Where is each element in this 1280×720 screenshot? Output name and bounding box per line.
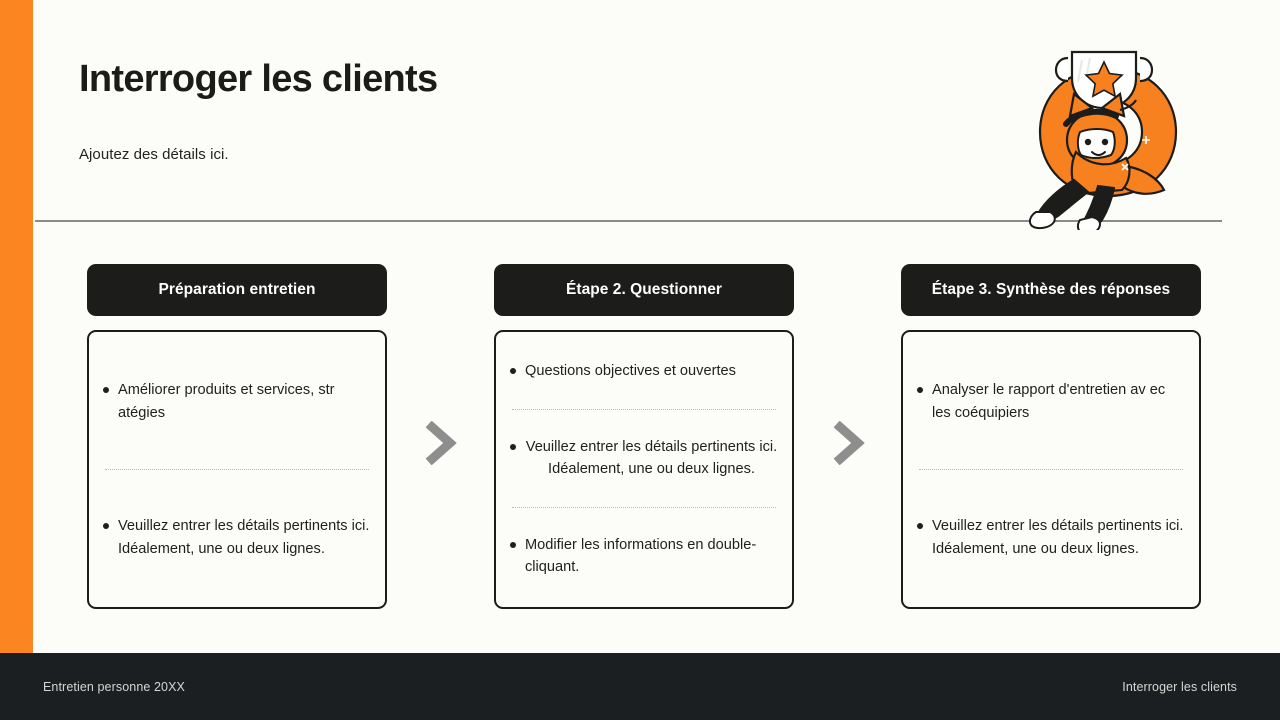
- list-item[interactable]: Questions objectives et ouvertes: [510, 360, 778, 382]
- fox-mascot-with-trophy-icon: [1024, 40, 1194, 236]
- bullet-dot-icon: [510, 444, 516, 451]
- list-item-text: Analyser le rapport d'entretien av ec le…: [932, 382, 1166, 421]
- list-item[interactable]: Améliorer produits et services, str atég…: [103, 379, 371, 423]
- bullet-dot-icon: [917, 387, 923, 394]
- process-columns: Préparation entretien Améliorer produits…: [0, 264, 1280, 614]
- page-title: Interroger les clients: [79, 58, 438, 100]
- left-accent-bar: [0, 0, 33, 653]
- dotted-separator: [512, 408, 776, 410]
- process-column-3: Étape 3. Synthèse des réponses Analyser …: [901, 264, 1201, 609]
- process-column-1: Préparation entretien Améliorer produits…: [87, 264, 387, 609]
- chevron-right-icon: [832, 420, 866, 466]
- list-item[interactable]: Veuillez entrer les détails pertinents i…: [510, 436, 778, 480]
- dotted-separator: [105, 469, 369, 470]
- bullet-dot-icon: [103, 387, 109, 394]
- dotted-separator: [919, 469, 1183, 470]
- process-column-2: Étape 2. Questionner Questions objective…: [494, 264, 794, 609]
- list-item[interactable]: Veuillez entrer les détails pertinents i…: [917, 515, 1185, 559]
- slide-header: Interroger les clients: [79, 58, 779, 102]
- list-item[interactable]: Modifier les informations en double-cliq…: [510, 534, 778, 578]
- bullet-dot-icon: [510, 542, 516, 549]
- column-2-header[interactable]: Étape 2. Questionner: [494, 264, 794, 316]
- chevron-right-icon: [424, 420, 458, 466]
- list-item[interactable]: Analyser le rapport d'entretien av ec le…: [917, 379, 1185, 423]
- list-item-text: Questions objectives et ouvertes: [525, 363, 736, 380]
- dotted-separator: [512, 506, 776, 508]
- list-item-text: Veuillez entrer les détails pertinents i…: [932, 518, 1184, 557]
- page-subtitle: Ajoutez des détails ici.: [79, 146, 229, 163]
- footer-right-text: Interroger les clients: [1122, 679, 1237, 694]
- header-divider: [35, 220, 1222, 222]
- column-1-header[interactable]: Préparation entretien: [87, 264, 387, 316]
- bullet-dot-icon: [917, 523, 923, 530]
- column-3-header[interactable]: Étape 3. Synthèse des réponses: [901, 264, 1201, 316]
- list-item-text: Veuillez entrer les détails pertinents i…: [525, 439, 778, 478]
- bullet-dot-icon: [510, 368, 516, 375]
- list-item-text: Améliorer produits et services, str atég…: [118, 382, 335, 421]
- list-item-text: Modifier les informations en double-cliq…: [525, 537, 757, 576]
- column-3-body[interactable]: Analyser le rapport d'entretien av ec le…: [901, 330, 1201, 609]
- slide-footer: Entretien personne 20XX Interroger les c…: [0, 653, 1280, 720]
- footer-left-text: Entretien personne 20XX: [43, 679, 185, 694]
- column-2-body[interactable]: Questions objectives et ouvertes Veuille…: [494, 330, 794, 609]
- column-1-body[interactable]: Améliorer produits et services, str atég…: [87, 330, 387, 609]
- list-item-text: Veuillez entrer les détails pertinents i…: [118, 518, 370, 557]
- list-item[interactable]: Veuillez entrer les détails pertinents i…: [103, 515, 371, 559]
- bullet-dot-icon: [103, 523, 109, 530]
